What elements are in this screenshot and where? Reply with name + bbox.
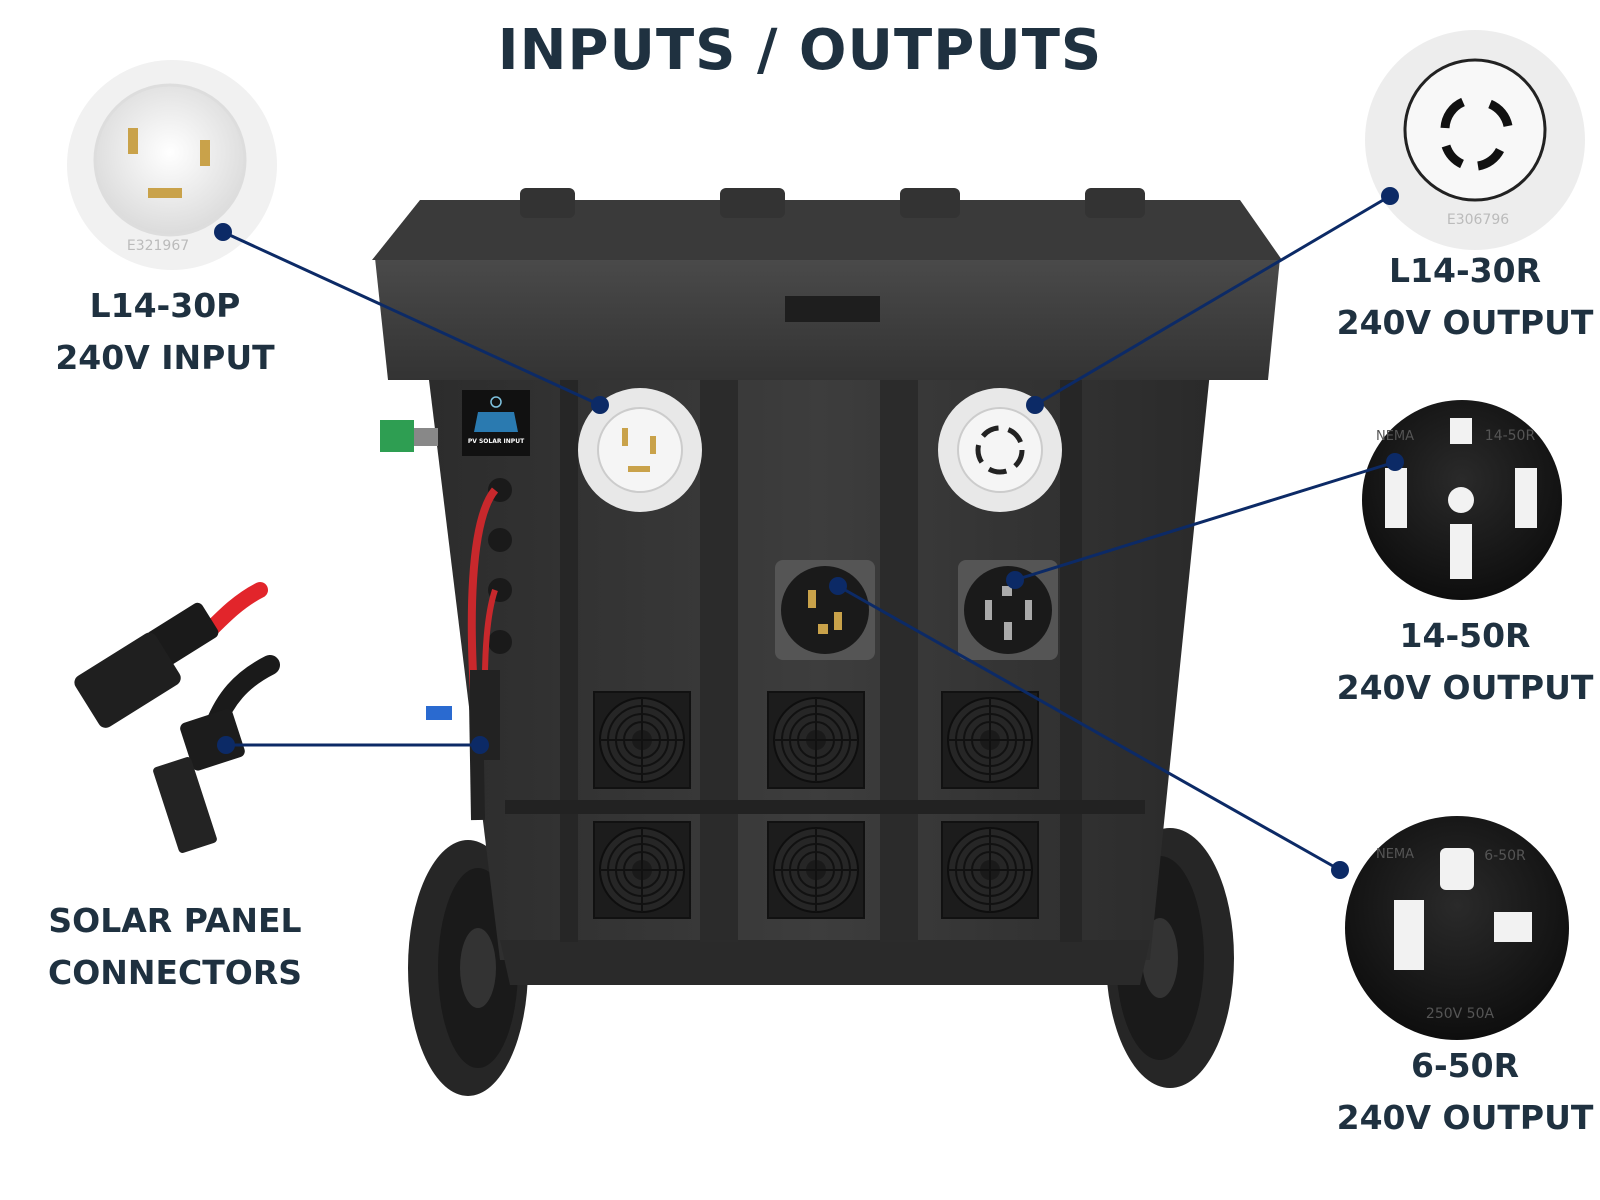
generator-cart-body [372, 188, 1282, 985]
svg-text:14-50R: 14-50R [1485, 428, 1536, 444]
callout-l14-30p-spec: 240V INPUT [55, 338, 275, 377]
callout-6-50r-spec: 240V OUTPUT [1336, 1098, 1594, 1137]
6-50r-detail-image: 6-50R NEMA 250V 50A [1345, 816, 1569, 1040]
green-connector [380, 420, 414, 452]
callout-6-50r: 6-50R 240V OUTPUT [1330, 1040, 1600, 1144]
callout-14-50r: 14-50R 240V OUTPUT [1330, 610, 1600, 714]
14-50r-detail-image: 14-50R NEMA [1362, 400, 1562, 600]
callout-l14-30r-model: L14-30R [1389, 251, 1541, 290]
callout-lines [214, 187, 1404, 879]
svg-text:E321967: E321967 [127, 238, 189, 254]
callout-l14-30p-model: L14-30P [89, 286, 241, 325]
pv-solar-sticker: PV SOLAR INPUT [462, 390, 530, 456]
solar-connectors-detail-image [74, 582, 280, 853]
svg-text:NEMA: NEMA [1376, 429, 1414, 444]
svg-text:E306796: E306796 [1447, 212, 1509, 228]
svg-text:6-50R: 6-50R [1484, 848, 1526, 864]
l14-30p-detail-image: E321967 [67, 60, 277, 270]
page-title: INPUTS / OUTPUTS [497, 18, 1103, 83]
side-ports [488, 478, 512, 654]
l14-30r-detail-image: E306796 [1365, 30, 1585, 250]
sticker-label: PV SOLAR INPUT [468, 438, 525, 445]
6-50r-panel-receptacle [775, 560, 875, 660]
callout-14-50r-spec: 240V OUTPUT [1336, 668, 1594, 707]
callout-l14-30r-spec: 240V OUTPUT [1336, 303, 1594, 342]
l14-30r-panel-receptacle [938, 388, 1062, 512]
callout-l14-30r: L14-30R 240V OUTPUT [1330, 245, 1600, 349]
svg-text:NEMA: NEMA [1376, 847, 1414, 862]
callout-l14-30p: L14-30P 240V INPUT [40, 280, 290, 384]
callout-solar-line2: CONNECTORS [47, 953, 302, 992]
svg-text:250V 50A: 250V 50A [1426, 1006, 1495, 1022]
callout-14-50r-model: 14-50R [1399, 616, 1531, 655]
callout-solar-line1: SOLAR PANEL [48, 901, 302, 940]
callout-6-50r-model: 6-50R [1411, 1046, 1519, 1085]
l14-30p-panel-receptacle [578, 388, 702, 512]
callout-solar-connectors: SOLAR PANEL CONNECTORS [30, 895, 320, 999]
14-50r-panel-receptacle [958, 560, 1058, 660]
